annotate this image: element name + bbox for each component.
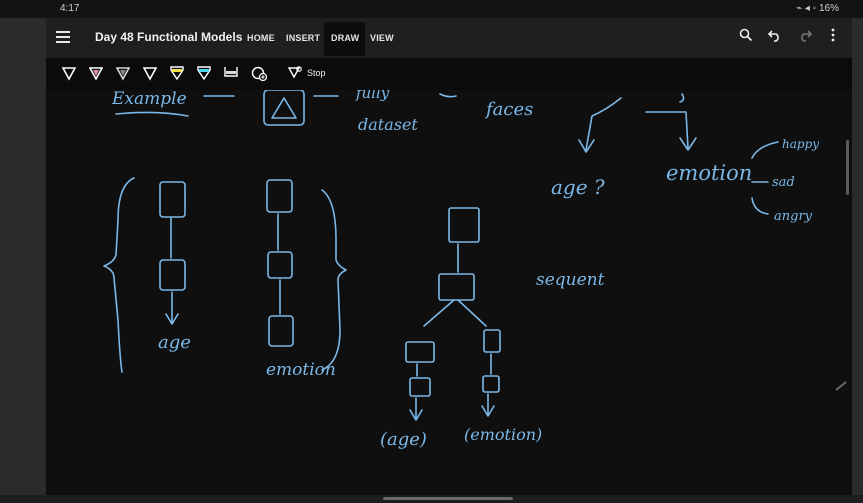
highlighter-icon[interactable] <box>224 65 238 81</box>
ink-arrow <box>481 393 495 417</box>
ink-example: Example <box>111 90 187 109</box>
ink-node <box>482 375 500 393</box>
ink-arrow <box>165 291 179 325</box>
search-icon[interactable] <box>739 28 753 42</box>
ink-emotion-branch: (emotion) <box>464 425 542 444</box>
vertical-scrollbar[interactable] <box>846 140 849 195</box>
highlighter-icon[interactable] <box>170 65 184 81</box>
ink-node <box>438 273 475 301</box>
horizontal-scrollbar[interactable] <box>383 497 513 500</box>
active-tab-highlight <box>324 22 365 56</box>
ink-underline <box>115 111 189 117</box>
ink-node <box>266 179 293 213</box>
ink-face-sketch <box>271 97 297 119</box>
ink-node <box>159 259 186 291</box>
undo-icon[interactable] <box>768 28 782 42</box>
stop-label[interactable]: Stop <box>307 68 326 78</box>
ink-sad: sad <box>772 175 795 190</box>
ink-angry: angry <box>774 209 813 224</box>
ink-node <box>405 341 435 363</box>
ink-faces: faces <box>484 99 533 120</box>
more-vertical-icon[interactable] <box>830 28 836 42</box>
ink-stroke <box>679 93 685 103</box>
document-title: Day 48 Functional Models <box>95 30 243 44</box>
ink-age-question: age ? <box>551 175 605 199</box>
tab-view[interactable]: VIEW <box>370 33 394 43</box>
ink-age-left: age <box>158 332 191 353</box>
status-bar: 4:17 ⌁ ◂ ◦ 16% <box>0 0 863 18</box>
pen-icon[interactable] <box>143 65 157 81</box>
battery-level: 16% <box>818 3 839 14</box>
status-time: 4:17 <box>60 3 80 14</box>
ink-branch <box>751 197 769 215</box>
pen-icon[interactable] <box>89 65 103 81</box>
ink-node <box>448 207 480 243</box>
tab-draw[interactable]: DRAW <box>331 33 360 43</box>
ink-left-brace <box>103 177 135 373</box>
ink-arrow <box>409 397 423 421</box>
menu-icon[interactable] <box>56 29 70 45</box>
pen-icon[interactable] <box>116 65 130 81</box>
ink-image-box <box>263 90 305 126</box>
ink-branch <box>751 141 779 159</box>
ink-arrowhead <box>679 137 697 151</box>
redo-icon[interactable] <box>798 28 812 42</box>
add-pen-icon[interactable] <box>251 65 267 81</box>
tab-home[interactable]: HOME <box>247 33 275 43</box>
drawing-canvas[interactable]: Example fully dataset faces age ? emotio… <box>46 90 852 495</box>
ink-emotion-left: emotion <box>266 360 336 380</box>
ink-arrow <box>439 93 457 98</box>
stop-pointer-icon[interactable] <box>288 65 302 81</box>
pen-icon[interactable] <box>62 65 76 81</box>
ink-branch <box>585 97 622 151</box>
ink-node <box>159 181 186 218</box>
highlighter-icon[interactable] <box>197 65 211 81</box>
app-bar: Day 48 Functional Models HOME INSERT DRA… <box>46 18 852 58</box>
ink-arrowhead <box>578 139 595 153</box>
ink-emotion-top: emotion <box>666 161 752 185</box>
ink-happy: happy <box>782 137 819 151</box>
tab-insert[interactable]: INSERT <box>286 33 321 43</box>
ink-layer: Example fully dataset faces age ? emotio… <box>103 90 847 450</box>
ink-node <box>267 251 293 279</box>
signal-icon: ⌁ ◂ ◦ <box>796 3 819 14</box>
draw-toolbar: Stop <box>46 58 852 90</box>
ink-age-branch: (age) <box>380 429 427 450</box>
ink-node <box>483 329 501 353</box>
ink-branch <box>423 299 487 327</box>
ink-fragment: fully <box>355 90 390 102</box>
status-icons: ⌁ ◂ ◦ 16% <box>796 3 839 14</box>
ink-dataset: dataset <box>358 115 418 134</box>
ink-mark <box>835 381 847 391</box>
ink-sequential: sequent <box>536 270 605 290</box>
ink-branch <box>645 111 689 149</box>
ink-right-brace <box>321 189 347 371</box>
ink-node <box>409 377 431 397</box>
ink-node <box>268 315 294 347</box>
